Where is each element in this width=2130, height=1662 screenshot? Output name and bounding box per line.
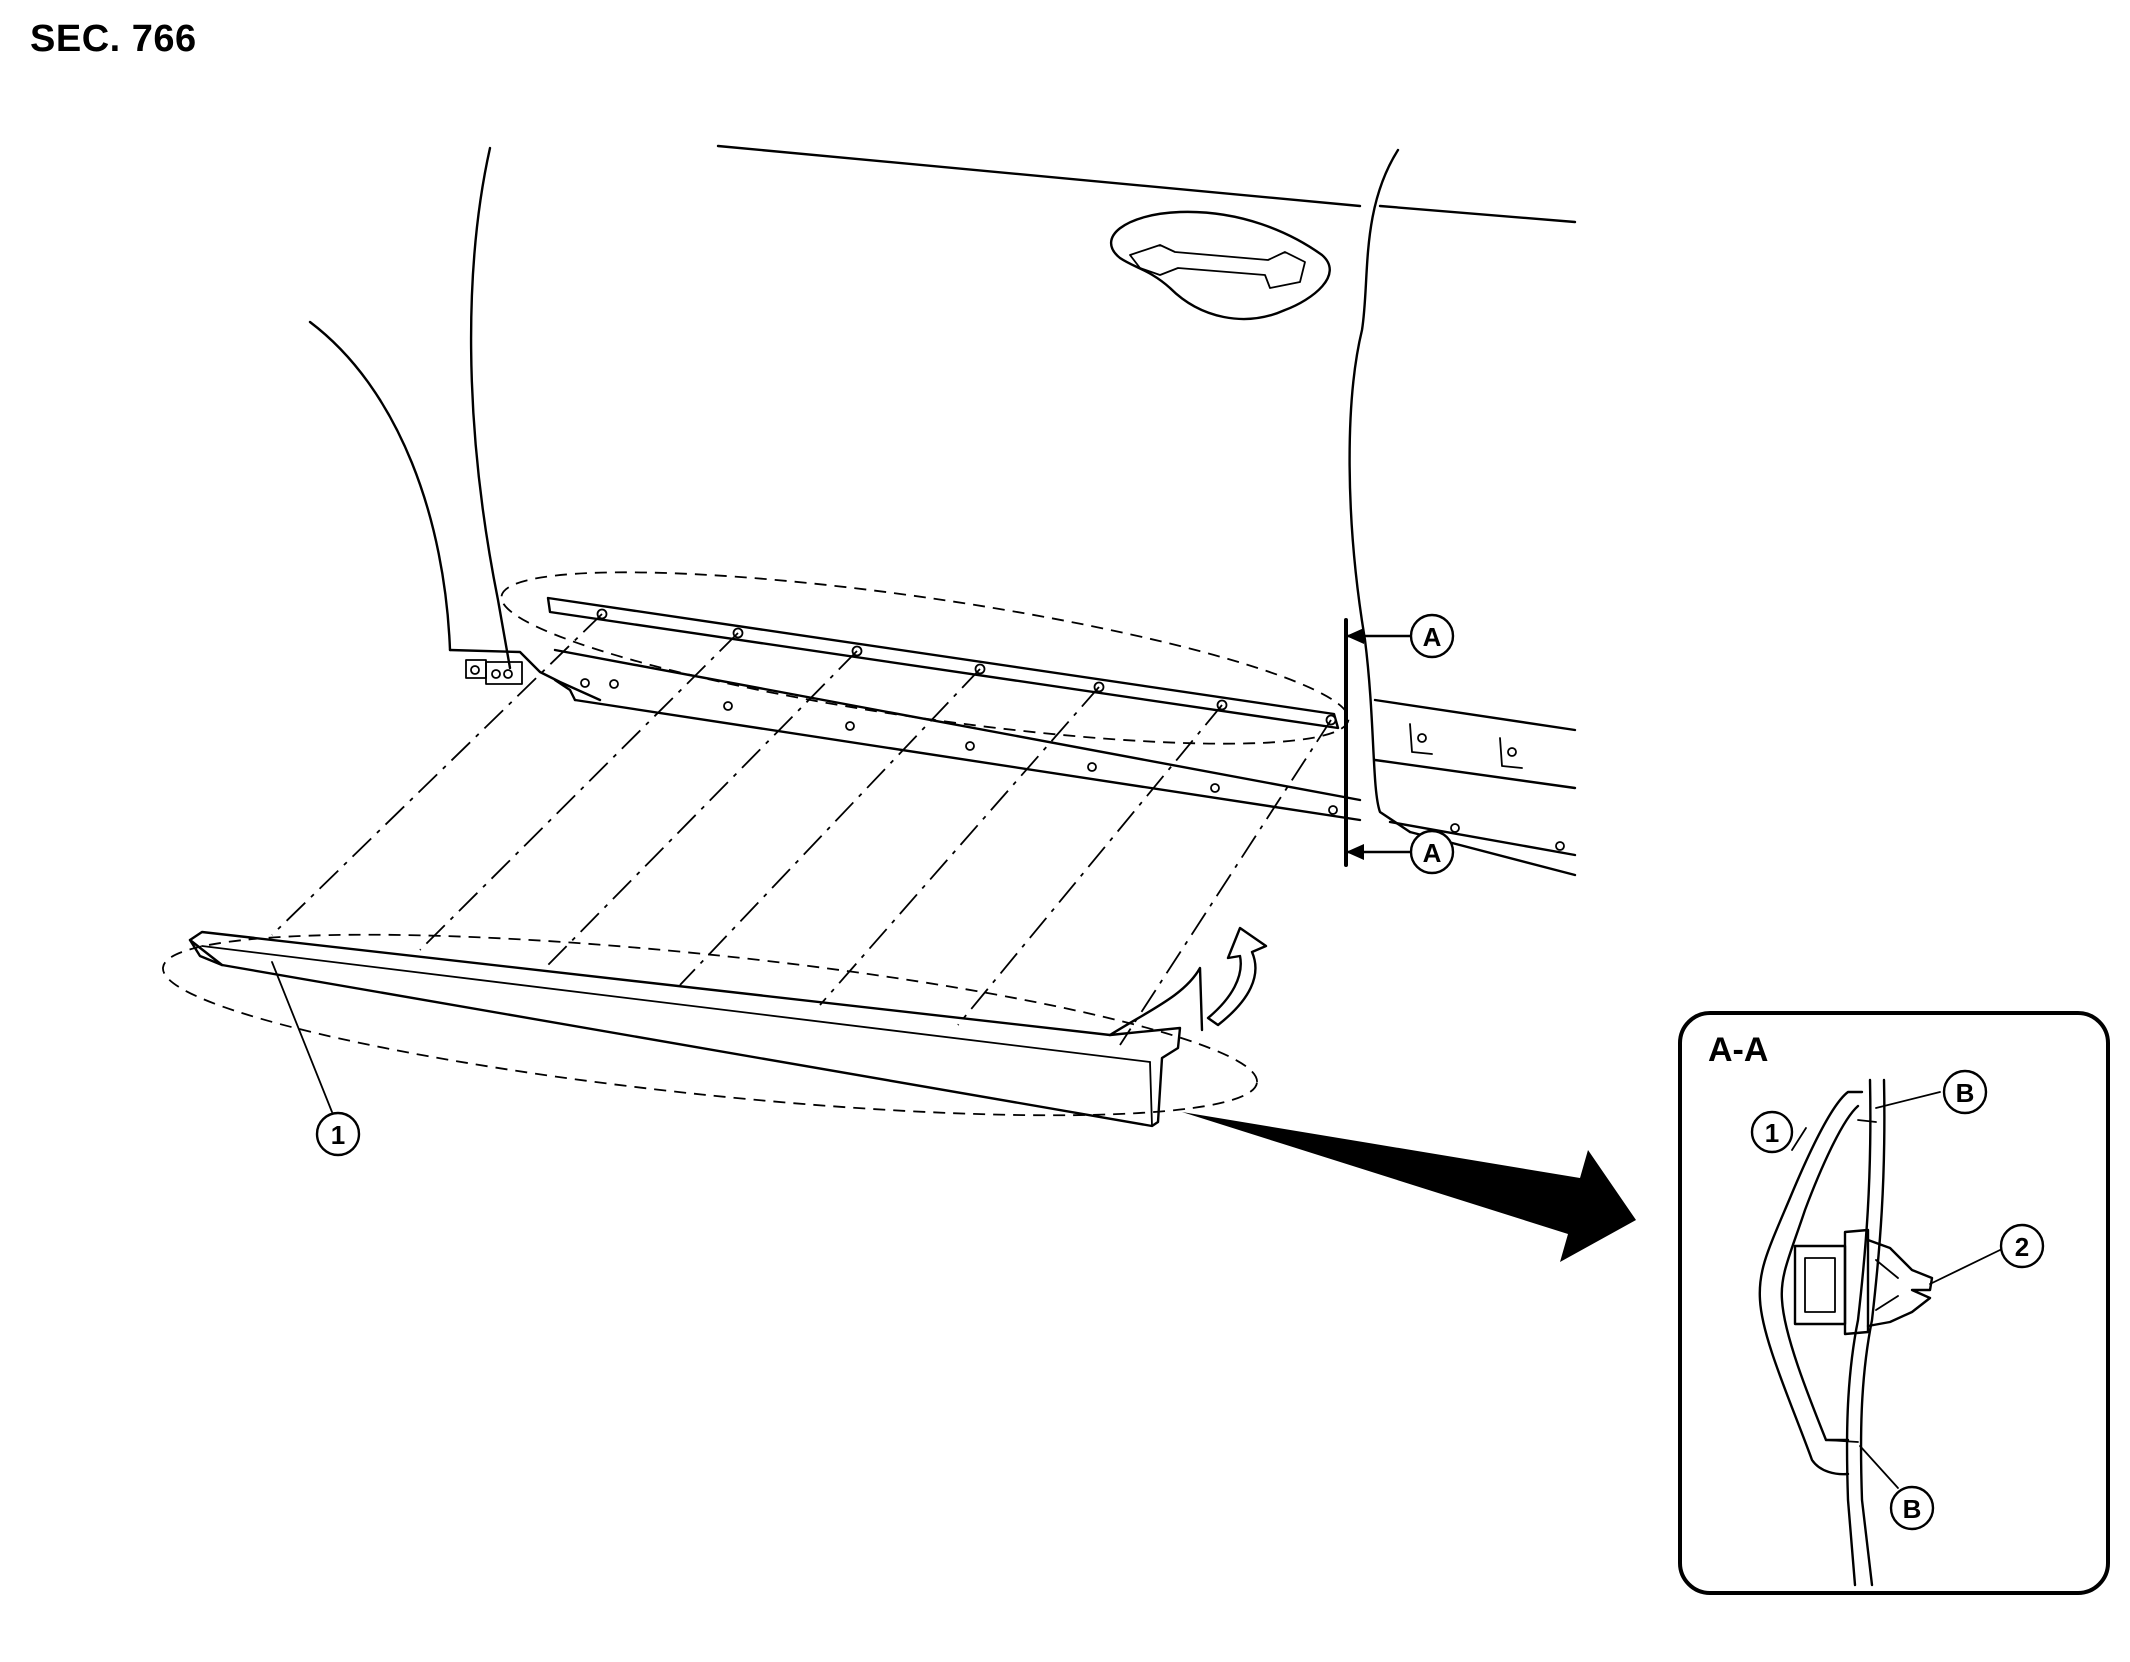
leader-detail-1 — [1791, 1127, 1807, 1151]
callout-a-upper-label: A — [1423, 622, 1442, 652]
detail-callout-b-upper: B — [1942, 1069, 1988, 1115]
body-bracket — [1499, 737, 1523, 769]
detail-pointer-arrow — [1182, 1112, 1636, 1262]
detail-callout-b-lower: B — [1889, 1485, 1935, 1531]
callout-a-lower-label: A — [1423, 838, 1442, 868]
leader-part-2 — [1929, 1249, 2001, 1285]
molding-section-inner — [1780, 1104, 1860, 1442]
leader-b-upper — [1875, 1091, 1941, 1109]
mounting-rail — [500, 571, 1362, 822]
body-panel-inner — [1859, 1078, 1886, 1587]
peel-direction-arrow — [1206, 926, 1268, 1027]
sill-rear-profile — [448, 648, 602, 702]
callout-section-a-lower: A — [1409, 829, 1455, 875]
side-sill-molding — [162, 930, 1258, 1128]
detail-callout-b-upper-label: B — [1956, 1078, 1975, 1108]
rib-upper — [1857, 1119, 1877, 1123]
door-front-edge — [469, 146, 512, 670]
molding-end-cap — [188, 938, 224, 967]
body-panel-outer — [1845, 1078, 1872, 1587]
protector-flap — [1108, 966, 1204, 1037]
molding-highlight-ellipse — [162, 933, 1258, 1117]
detail-callout-1-label: 1 — [1765, 1118, 1779, 1148]
body-top-edge — [1378, 204, 1577, 224]
lower-rail-strip — [553, 648, 1362, 822]
installation-lines — [271, 613, 1332, 1046]
door-top-edge — [716, 144, 1362, 208]
callout-section-a-upper: A — [1409, 613, 1455, 659]
section-label: SEC. 766 — [30, 18, 197, 60]
molding-section-outer — [1758, 1090, 1864, 1476]
callout-part-1-label: 1 — [331, 1120, 345, 1150]
molding-crease — [201, 945, 1151, 1063]
detail-callout-b-lower-label: B — [1903, 1494, 1922, 1524]
molding-outline — [188, 930, 1182, 1128]
leader-b-lower — [1859, 1445, 1899, 1489]
detail-callout-part-1: 1 — [1750, 1110, 1794, 1154]
section-cut-line — [1344, 618, 1412, 867]
vehicle-body — [308, 144, 1577, 877]
detail-frame — [1678, 1011, 2110, 1595]
rib-lower — [1825, 1439, 1859, 1443]
sill-end-bracket — [465, 659, 523, 685]
body-bracket — [1409, 723, 1433, 755]
rocker-mid-edge — [1373, 758, 1577, 790]
lower-rail-end — [553, 678, 577, 702]
detail-callout-part-2: 2 — [1999, 1223, 2045, 1269]
molding-end-face — [1149, 1061, 1153, 1127]
door-rear-edge — [1348, 148, 1412, 834]
retaining-clip — [1793, 1228, 1934, 1336]
callout-part-1: 1 — [315, 1111, 361, 1157]
rocker-upper-edge — [1373, 698, 1577, 732]
leader-part-1 — [271, 961, 333, 1113]
door-handle — [1109, 210, 1331, 321]
rail-highlight-ellipse — [500, 571, 1350, 745]
detail-callout-2-label: 2 — [2015, 1232, 2029, 1262]
rocker-lower-edge — [1388, 820, 1577, 857]
upper-rail-strip — [546, 596, 1340, 730]
detail-view-a-a: A-A 1 — [1678, 1011, 2110, 1595]
wheel-arch-line — [308, 320, 452, 652]
detail-title: A-A — [1708, 1031, 1768, 1069]
